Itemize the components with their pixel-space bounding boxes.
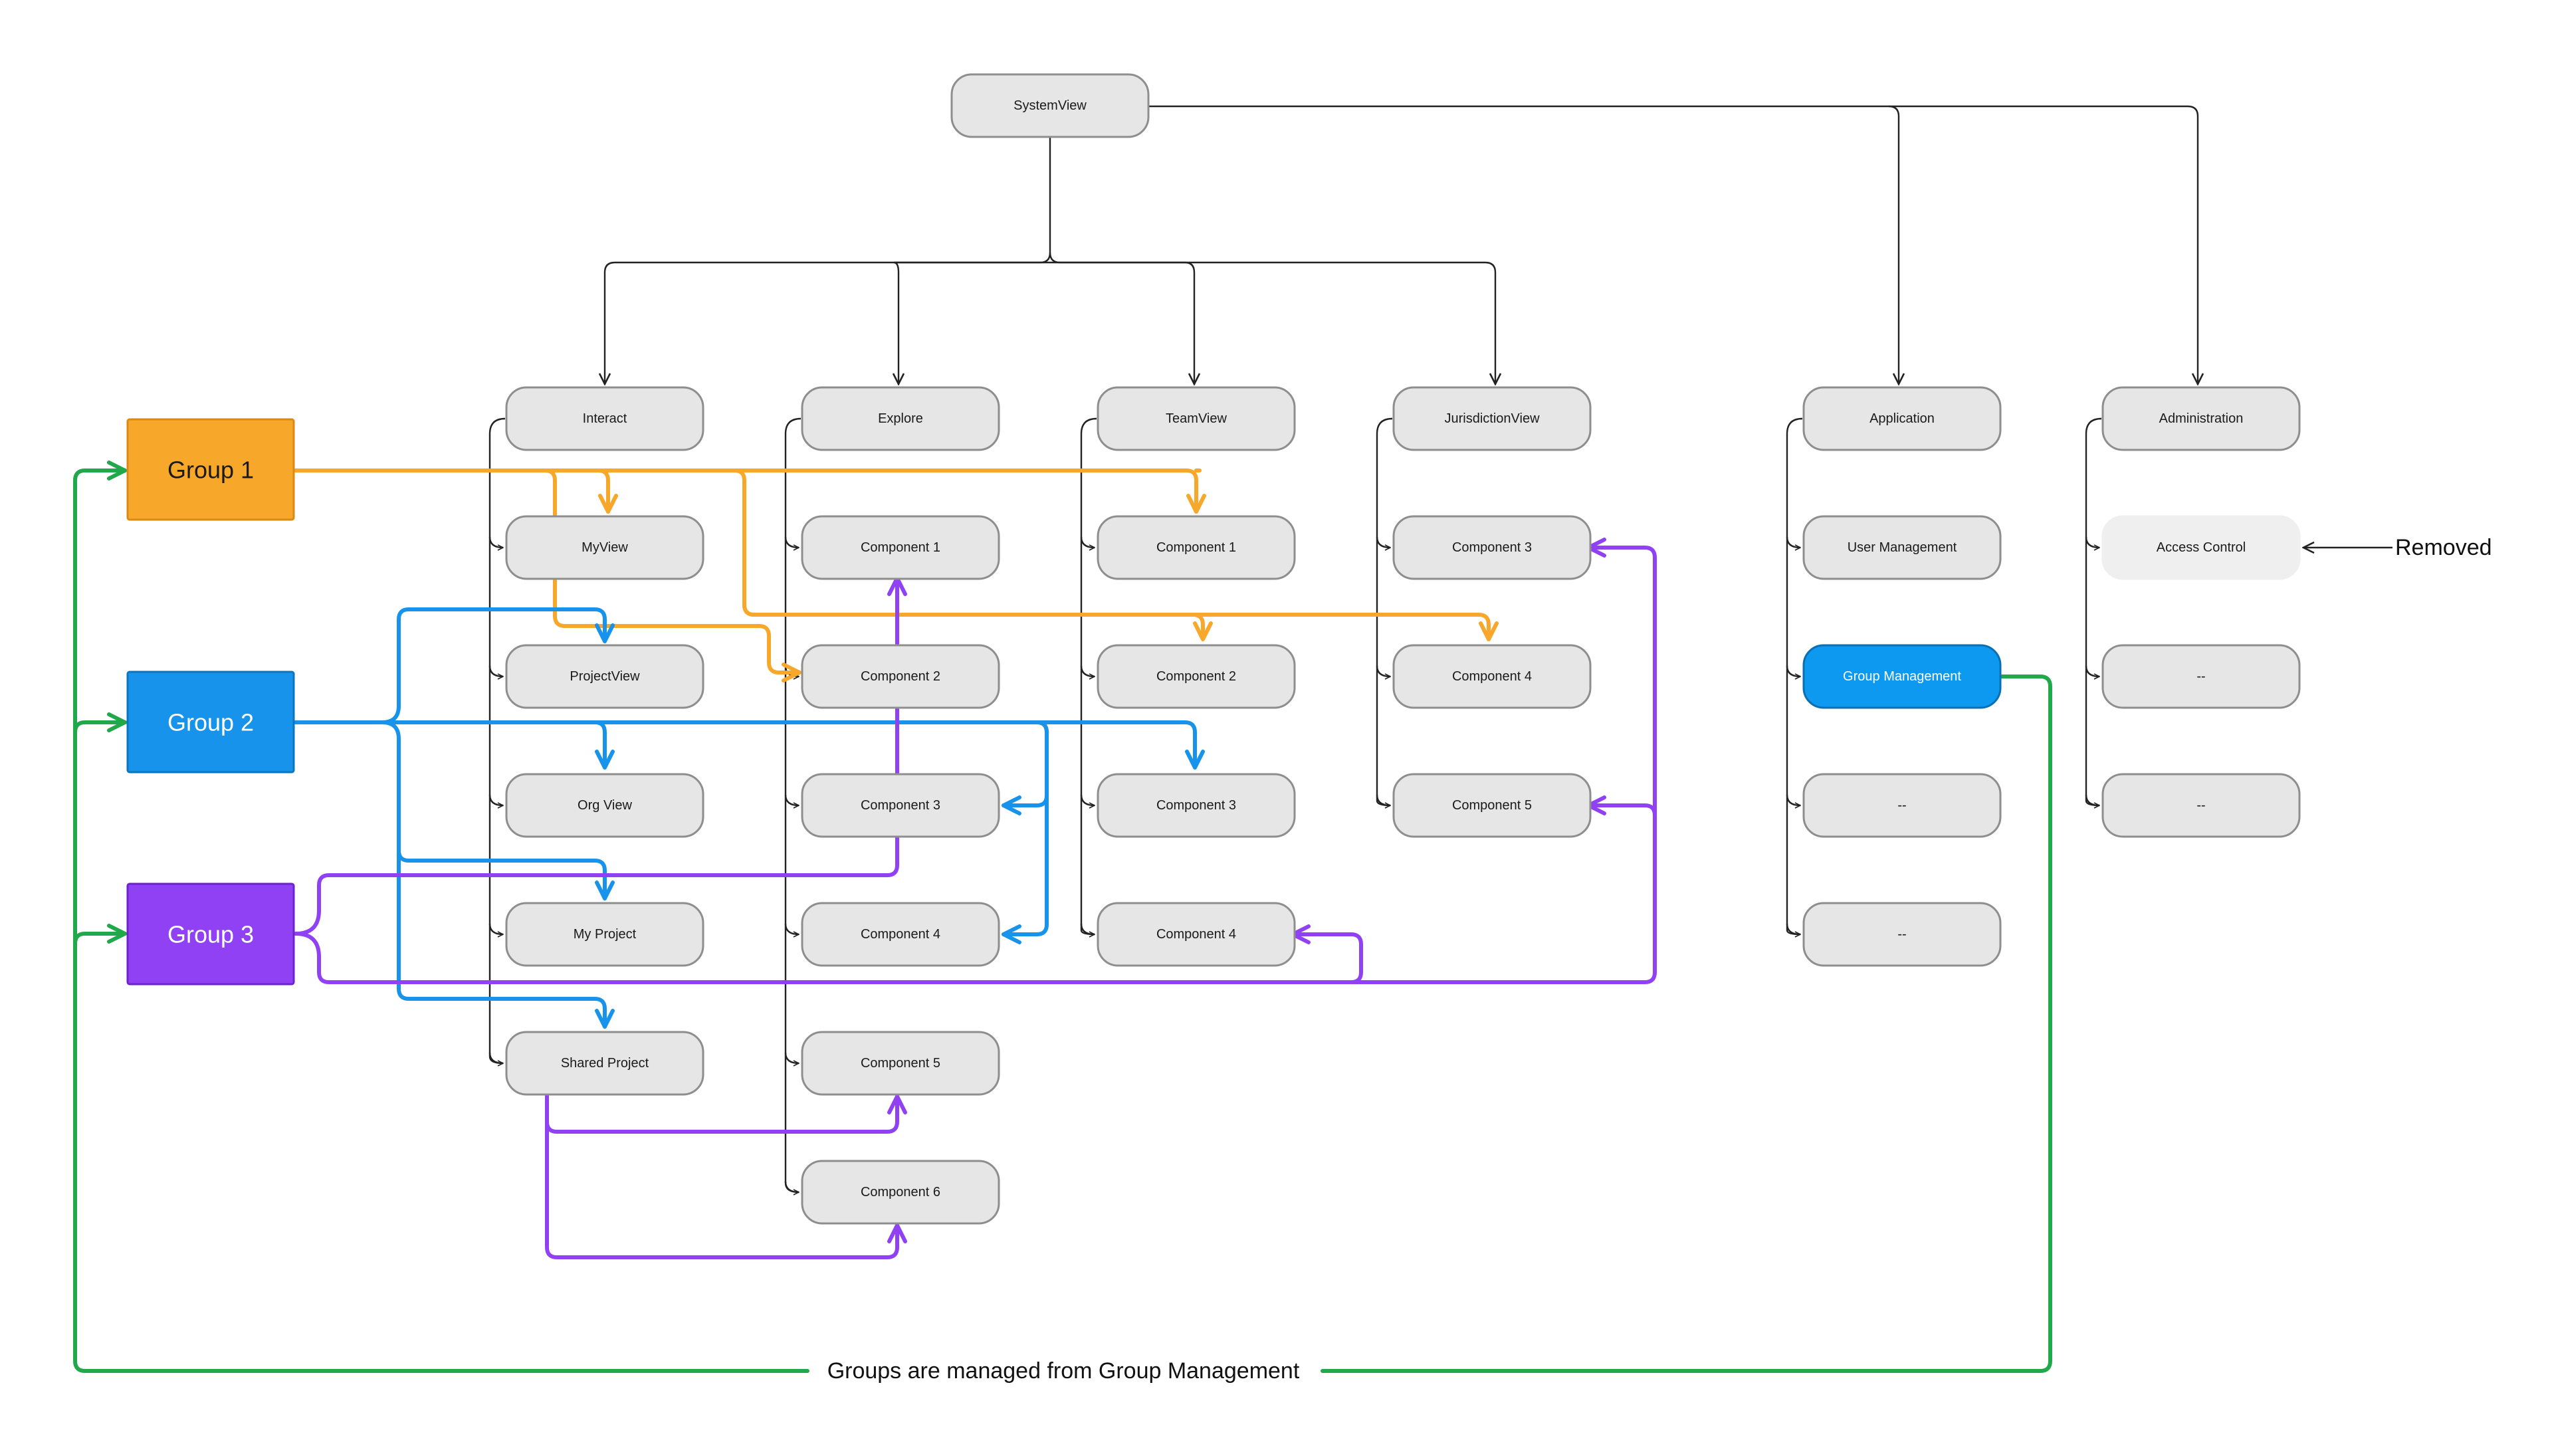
node-explore-component-5[interactable]: Component 5 (801, 1031, 1000, 1096)
svg-text:Component 5: Component 5 (1452, 798, 1532, 813)
svg-text:Group Management: Group Management (1843, 669, 1961, 684)
node-jurisdictionview-component-4[interactable]: Component 4 (1392, 644, 1592, 709)
node-interact-myview[interactable]: MyView (505, 515, 704, 580)
node-access-control[interactable]: Access Control (2101, 515, 2301, 580)
node-explore-component-2[interactable]: Component 2 (801, 644, 1000, 709)
svg-text:--: -- (2196, 669, 2205, 684)
svg-text:MyView: MyView (582, 540, 628, 555)
group-3-box[interactable]: Group 3 (126, 883, 295, 986)
svg-text:Component 3: Component 3 (1156, 798, 1236, 813)
management-caption: Groups are managed from Group Management (827, 1358, 1300, 1384)
node-teamview-header[interactable]: TeamView (1097, 386, 1296, 451)
svg-text:My Project: My Project (574, 927, 637, 942)
node-interact-projectview[interactable]: ProjectView (505, 644, 704, 709)
group-2-links (294, 607, 1205, 1029)
svg-text:Component 6: Component 6 (861, 1185, 940, 1199)
node-administration-placeholder-2[interactable]: -- (2101, 773, 2301, 838)
svg-text:TeamView: TeamView (1166, 411, 1227, 426)
node-administration-placeholder-1[interactable]: -- (2101, 644, 2301, 709)
node-jurisdictionview-component-3[interactable]: Component 3 (1392, 515, 1592, 580)
management-caption-background (815, 1354, 1312, 1388)
node-jurisdictionview-header[interactable]: JurisdictionView (1392, 386, 1592, 451)
svg-text:Component 4: Component 4 (861, 927, 940, 942)
node-explore-component-4[interactable]: Component 4 (801, 902, 1000, 967)
node-teamview-component-2[interactable]: Component 2 (1097, 644, 1296, 709)
node-interact-orgview[interactable]: Org View (505, 773, 704, 838)
svg-text:Group 2: Group 2 (167, 709, 254, 736)
group-3-links (294, 538, 1657, 1259)
node-systemview[interactable]: SystemView (950, 73, 1150, 138)
svg-text:Component 3: Component 3 (1452, 540, 1532, 555)
column-jurisdictionview: JurisdictionView Component 3 Component 4… (1392, 386, 1592, 838)
svg-text:Group 1: Group 1 (167, 457, 254, 484)
svg-text:--: -- (1897, 798, 1906, 813)
svg-text:ProjectView: ProjectView (570, 669, 640, 684)
node-interact-header[interactable]: Interact (505, 386, 704, 451)
management-loop: Groups are managed from Group Management (73, 461, 2052, 1388)
column-connectors (488, 417, 2102, 1192)
node-application-header[interactable]: Application (1802, 386, 2002, 451)
group-1-links (294, 468, 1489, 682)
svg-text:User Management: User Management (1848, 540, 1957, 555)
svg-text:Component 1: Component 1 (861, 540, 940, 555)
node-administration-header[interactable]: Administration (2101, 386, 2301, 451)
svg-text:SystemView: SystemView (1013, 98, 1087, 113)
svg-text:Component 1: Component 1 (1156, 540, 1236, 555)
svg-text:Administration: Administration (2159, 411, 2244, 426)
node-explore-component-1[interactable]: Component 1 (801, 515, 1000, 580)
svg-text:Interact: Interact (583, 411, 627, 426)
svg-text:Access Control: Access Control (2157, 540, 2246, 555)
svg-text:Group 3: Group 3 (167, 921, 254, 948)
svg-text:Component 4: Component 4 (1156, 927, 1236, 942)
column-administration: Administration Access Control -- -- (2101, 386, 2301, 838)
svg-text:Component 3: Component 3 (861, 798, 940, 813)
svg-text:Component 2: Component 2 (1156, 669, 1236, 684)
column-interact: Interact MyView ProjectView Org View My … (505, 386, 704, 1096)
node-jurisdictionview-component-5[interactable]: Component 5 (1392, 773, 1592, 838)
column-teamview: TeamView Component 1 Component 2 Compone… (1097, 386, 1296, 967)
column-explore: Explore Component 1 Component 2 Componen… (801, 386, 1000, 1225)
node-interact-sharedproject[interactable]: Shared Project (505, 1031, 704, 1096)
svg-text:Component 2: Component 2 (861, 669, 940, 684)
svg-text:Application: Application (1869, 411, 1935, 426)
removed-label: Removed (2395, 535, 2492, 560)
svg-text:Org View: Org View (578, 798, 632, 813)
svg-text:Component 4: Component 4 (1452, 669, 1532, 684)
root-connectors (605, 105, 2198, 384)
node-teamview-component-3[interactable]: Component 3 (1097, 773, 1296, 838)
node-application-placeholder-2[interactable]: -- (1802, 902, 2002, 967)
group-2-box[interactable]: Group 2 (126, 671, 295, 774)
svg-text:Explore: Explore (878, 411, 923, 426)
node-teamview-component-1[interactable]: Component 1 (1097, 515, 1296, 580)
column-application: Application User Management Group Manage… (1802, 386, 2002, 967)
svg-text:--: -- (2196, 798, 2205, 813)
group-1-box[interactable]: Group 1 (126, 418, 295, 521)
node-explore-component-6[interactable]: Component 6 (801, 1160, 1000, 1225)
removed-annotation: Removed (2303, 535, 2492, 560)
svg-text:--: -- (1897, 927, 1906, 942)
node-group-management[interactable]: Group Management (1802, 644, 2002, 709)
node-user-management[interactable]: User Management (1802, 515, 2002, 580)
node-interact-myproject[interactable]: My Project (505, 902, 704, 967)
svg-text:Component 5: Component 5 (861, 1056, 940, 1071)
node-teamview-component-4[interactable]: Component 4 (1097, 902, 1296, 967)
node-explore-header[interactable]: Explore (801, 386, 1000, 451)
svg-text:Shared Project: Shared Project (561, 1056, 649, 1071)
node-explore-component-3[interactable]: Component 3 (801, 773, 1000, 838)
node-application-placeholder-1[interactable]: -- (1802, 773, 2002, 838)
svg-text:JurisdictionView: JurisdictionView (1444, 411, 1540, 426)
